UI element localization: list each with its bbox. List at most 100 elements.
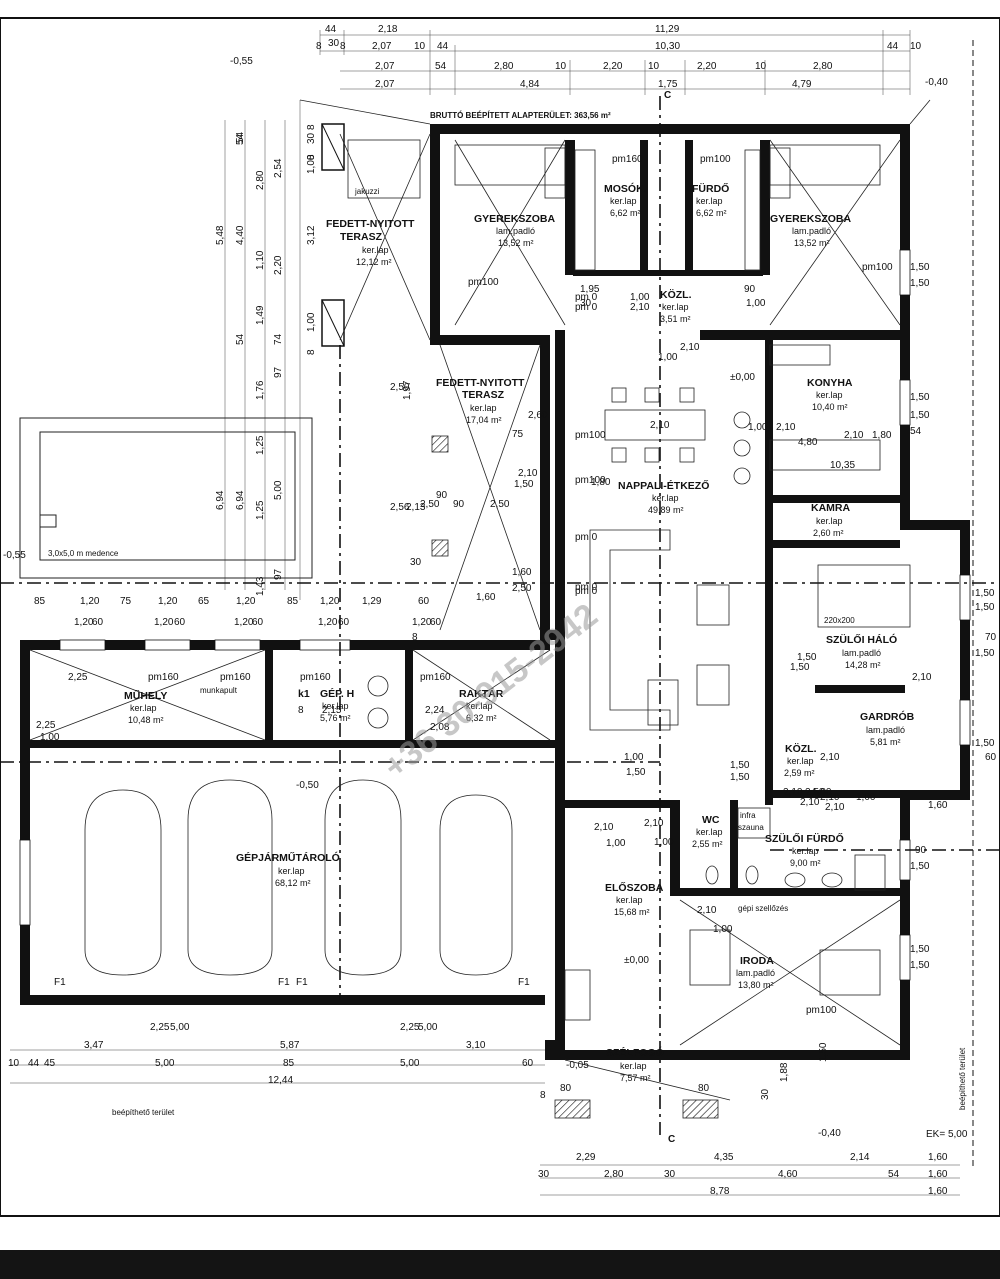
jakuzzi-label: jakuzzi [354, 187, 380, 196]
dimb-30c: 30 [760, 1088, 771, 1100]
dim-r3-207: 2,07 [375, 61, 395, 72]
gross-area-note: BRUTTÓ BEÉPÍTETT ALAPTERÜLET: 363,56 m² [430, 111, 611, 120]
room-terasz2-name: FEDETT-NYITOTT [436, 377, 525, 389]
opening-dim-76: 1,00 [748, 422, 768, 433]
room-wc-name: WC [702, 814, 720, 826]
room-kamra-area: 2,60 m² [813, 528, 844, 538]
room-geph-name: GÉP. H [320, 687, 354, 700]
dim-top-10: 10 [414, 41, 426, 52]
opening-dim-53: 2,10 [518, 468, 538, 479]
dimL-5: 3,12 [306, 225, 317, 245]
dimR-9: 60 [985, 752, 997, 763]
dimb-310: 3,10 [466, 1040, 486, 1051]
dimb-60: 60 [522, 1058, 534, 1069]
room-kozl2-area: 2,59 m² [784, 768, 815, 778]
opening-dim-99: 2,10 [825, 802, 845, 813]
dimL-4: 4,40 [235, 225, 246, 245]
opening-dim-46: 2,10 [650, 420, 670, 431]
opening-dim-88: 2,10 [697, 905, 717, 916]
opening-dim-98: 1,00 [856, 792, 876, 803]
dimb-80b: 80 [698, 1083, 710, 1094]
dimL-11: 97 [273, 366, 284, 378]
room-raktar-area: 6,32 m² [466, 713, 497, 723]
dimb-460: 4,60 [778, 1169, 798, 1180]
dimR-2: 1,50 [910, 392, 930, 403]
dim-top-8: 8 [316, 41, 322, 52]
opening-dim-34: pm100 [862, 262, 893, 273]
misc-labels: jakuzzi munkapult infra szauna gépi szel… [112, 187, 967, 1117]
opening-dim-4: 65 [198, 596, 210, 607]
room-nappali-area: 49,89 m² [648, 505, 684, 515]
opening-dim-15: 60 [252, 617, 264, 628]
opening-dim-44: 2,10 [630, 302, 650, 313]
opening-dim-3: 1,20 [158, 596, 178, 607]
opening-dim-50: 10,35 [830, 460, 855, 471]
dim-r3-280b: 2,80 [813, 61, 833, 72]
opening-dim-23: 5,00 [170, 1022, 190, 1033]
dim-r4-175: 1,75 [658, 79, 678, 90]
dimL-14: 6,94 [215, 490, 226, 510]
bed-size-label: 220x200 [824, 616, 855, 625]
dimL-2: 2,54 [273, 158, 284, 178]
room-raktar-finish: ker.lap [466, 701, 493, 711]
infra-label: infra [740, 811, 756, 820]
dimR-14: 1,50 [910, 944, 930, 955]
room-konyha-finish: ker.lap [816, 390, 843, 400]
dimb-347: 3,47 [84, 1040, 104, 1051]
opening-dim-38: pm 0 [575, 532, 598, 543]
room-nappali-name: NAPPALI-ÉTKEZŐ [618, 479, 709, 492]
room-mosok-finish: ker.lap [610, 196, 637, 206]
dimL-7: 2,20 [273, 255, 284, 275]
room-eloszoba-finish: ker.lap [616, 895, 643, 905]
dimb-160a: 1,60 [928, 1152, 948, 1163]
opening-dim-69: 2,24 [425, 705, 445, 716]
opening-dim-97: 2,10 [800, 797, 820, 808]
dimb-150: 1,50 [818, 1042, 829, 1062]
room-furdo-area: 6,62 m² [696, 208, 727, 218]
room-garazs-finish: ker.lap [278, 866, 305, 876]
opening-dim-22: 2,25 [150, 1022, 170, 1033]
section-mark-bottom: C [668, 1134, 675, 1145]
opening-dim-59: 90 [436, 490, 448, 501]
room-muhely-name: MŰHELY [124, 689, 167, 702]
room-muhely-finish: ker.lap [130, 703, 157, 713]
ek-label: EK= 5,00 [926, 1129, 968, 1140]
opening-dim-32: pm100 [700, 154, 731, 165]
dim-r4-484: 4,84 [520, 79, 540, 90]
opening-dim-62: 2,50 [390, 382, 410, 393]
opening-dim-75: 2,10 [680, 342, 700, 353]
section-mark-top: C [664, 90, 671, 101]
opening-dim-94: 1,50 [730, 772, 750, 783]
dimR-0: 1,50 [910, 262, 930, 273]
opening-dim-71: 1,95 [580, 284, 600, 295]
room-furdo-finish: ker.lap [696, 196, 723, 206]
opening-dim-60: 2,50 [420, 499, 440, 510]
room-nappali-finish: ker.lap [652, 493, 679, 503]
level-zero-living: ±0,00 [730, 372, 755, 383]
dimb-587: 5,87 [280, 1040, 300, 1051]
dimL-1: 2,80 [255, 170, 266, 190]
opening-dim-7: 1,20 [320, 596, 340, 607]
opening-dim-100: F1 [54, 977, 66, 988]
opening-dim-18: 1,20 [412, 617, 432, 628]
opening-dim-89: 1,00 [713, 924, 733, 935]
opening-dim-87: 1,00 [654, 837, 674, 848]
opening-dim-80: 2,10 [820, 792, 840, 803]
room-kamra-finish: ker.lap [816, 516, 843, 526]
room-gyerek1-finish: lam.padló [496, 226, 535, 236]
opening-dim-49: 4,80 [798, 437, 818, 448]
room-eloszoba-area: 15,68 m² [614, 907, 650, 917]
opening-dim-47: 1,80 [591, 477, 611, 488]
opening-dim-27: pm160 [148, 672, 179, 683]
dim-top-207: 2,07 [372, 41, 392, 52]
dimL-0: 54 [235, 131, 246, 143]
room-gyerek1-area: 13,52 m² [498, 238, 534, 248]
opening-dim-61: 90 [453, 499, 465, 510]
opening-dim-81: 2,50 [805, 787, 825, 798]
opening-dim-35: pm100 [806, 1005, 837, 1016]
dimension-labels-right: 1,50 1,50 1,50 1,50 54 1,50 1,50 70 1,50… [910, 262, 997, 971]
opening-dim-73: 90 [744, 284, 756, 295]
room-mosok-area: 6,62 m² [610, 208, 641, 218]
opening-dim-33: pm100 [468, 277, 499, 288]
